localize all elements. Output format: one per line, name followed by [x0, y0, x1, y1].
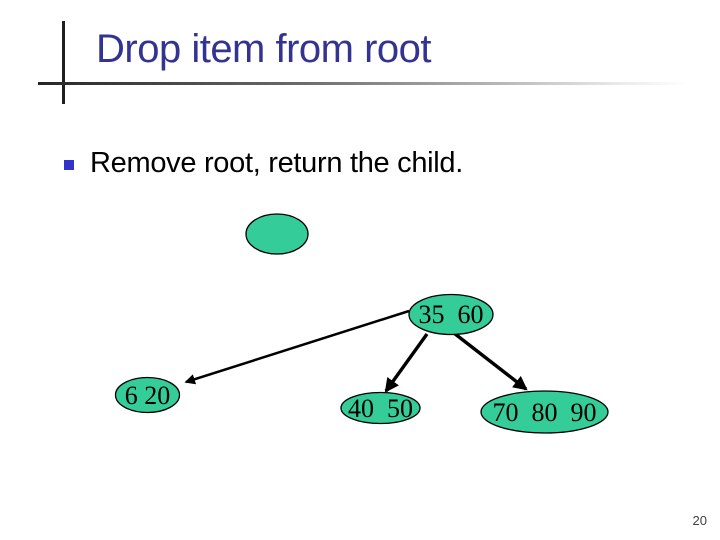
- bullet-square-icon: [64, 160, 74, 170]
- node-ellipse: [245, 213, 309, 255]
- tree-node-middle-child: 40 50: [340, 391, 421, 425]
- node-ellipse: [340, 391, 421, 425]
- slide-title: Drop item from root: [96, 27, 432, 71]
- node-label: 6 20: [125, 381, 171, 410]
- title-decoration-horizontal-rule: [38, 82, 690, 85]
- tree-node-right-child: 70 80 90: [480, 390, 609, 434]
- tree-node-root: 35 60: [408, 293, 494, 336]
- title-decoration-vertical-line: [62, 21, 65, 104]
- tree-node-left-child: 6 20: [114, 376, 181, 414]
- edge-root-to-middle-child: [384, 333, 429, 393]
- node-ellipse: [480, 390, 609, 434]
- node-label: 70 80 90: [493, 398, 597, 427]
- tree-edges: [184, 309, 528, 393]
- node-ellipse: [408, 293, 494, 336]
- node-label: 35 60: [419, 300, 484, 329]
- node-ellipse: [114, 376, 181, 414]
- edge-root-to-right-child: [448, 328, 528, 391]
- page-number: 20: [692, 513, 707, 528]
- tree-node-empty: [245, 213, 309, 255]
- node-label: 40 50: [348, 394, 413, 423]
- edge-root-to-left-child: [184, 309, 410, 385]
- bullet-text: Remove root, return the child.: [90, 147, 464, 179]
